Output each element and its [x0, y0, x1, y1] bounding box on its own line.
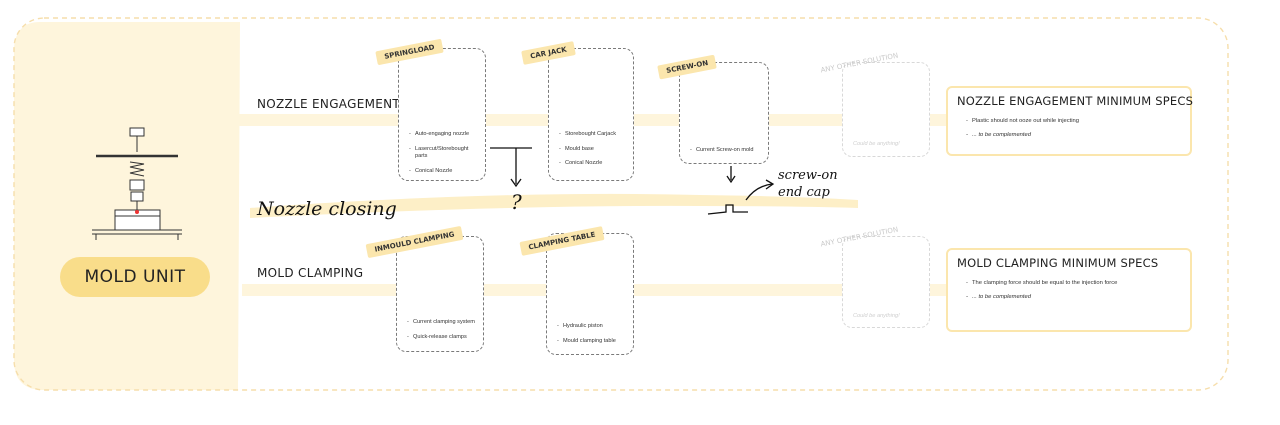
lane-label-mold-clamping: MOLD CLAMPING — [257, 266, 364, 280]
panel-outline — [13, 17, 1229, 391]
clamping-table-items: Hydraulic piston Mould clamping table — [557, 323, 631, 352]
card-other-bottom: Could be anything! — [842, 236, 930, 328]
nozzle-tip-dot — [135, 210, 139, 214]
spec-mold-lines: The clamping force should be equal to th… — [966, 280, 1117, 307]
card-car-jack: Storebought Carjack Mould base Conical N… — [548, 48, 634, 181]
question-mark-annotation: ? — [511, 190, 522, 214]
card-inmould-clamping: Current clamping system Quick-release cl… — [396, 236, 484, 352]
mold-unit-label: MOLD UNIT — [84, 267, 186, 287]
spec-mold-clamping: MOLD CLAMPING MINIMUM SPECS The clamping… — [946, 248, 1192, 332]
mold-unit-pill — [60, 257, 210, 297]
other-top-note: Could be anything! — [853, 141, 900, 147]
springload-items: Auto-engaging nozzle Lasercut/Storebough… — [409, 131, 481, 182]
list-item: Mould clamping table — [557, 338, 631, 346]
spec-nozzle-lines: Plastic should not ooze out while inject… — [966, 118, 1079, 145]
connector-arrows — [490, 147, 775, 215]
screw-on-items: Current Screw-on mold — [690, 147, 770, 162]
lane-label-nozzle-closing: Nozzle closing — [257, 198, 397, 220]
list-item: Lasercut/Storebought parts — [409, 146, 481, 161]
panel-fill — [14, 22, 240, 390]
lane-label-nozzle-engagement: NOZZLE ENGAGEMENT — [257, 97, 401, 111]
screw-on-cap-note-line1: screw-on — [778, 168, 838, 183]
other-bottom-note: Could be anything! — [853, 313, 900, 319]
list-item: Mould base — [559, 146, 629, 154]
inmould-clamping-items: Current clamping system Quick-release cl… — [407, 319, 481, 348]
list-item: Conical Nozzle — [409, 168, 481, 176]
screw-on-cap-note-line2: end cap — [778, 185, 830, 200]
spec-nozzle-engagement: NOZZLE ENGAGEMENT MINIMUM SPECS Plastic … — [946, 86, 1194, 156]
card-clamping-table: Hydraulic piston Mould clamping table — [546, 233, 634, 355]
spec-nozzle-title: NOZZLE ENGAGEMENT MINIMUM SPECS — [957, 94, 1194, 108]
spec-line: The clamping force should be equal to th… — [966, 280, 1117, 288]
list-item: Auto-engaging nozzle — [409, 131, 481, 139]
list-item: Quick-release clamps — [407, 334, 481, 342]
list-item: Hydraulic piston — [557, 323, 631, 331]
card-screw-on: Current Screw-on mold — [679, 62, 769, 164]
list-item: Current Screw-on mold — [690, 147, 770, 155]
car-jack-items: Storebought Carjack Mould base Conical N… — [559, 131, 629, 175]
mold-unit-machine-drawing — [92, 127, 182, 240]
nozzle-closing-band — [250, 193, 858, 218]
spec-mold-title: MOLD CLAMPING MINIMUM SPECS — [957, 256, 1159, 270]
spec-line: ... to be complemented — [966, 132, 1079, 140]
spec-line: Plastic should not ooze out while inject… — [966, 118, 1079, 126]
list-item: Conical Nozzle — [559, 160, 629, 168]
card-other-top: Could be anything! — [842, 62, 930, 157]
spec-line: ... to be complemented — [966, 294, 1117, 302]
list-item: Current clamping system — [407, 319, 481, 327]
list-item: Storebought Carjack — [559, 131, 629, 139]
card-springload: Auto-engaging nozzle Lasercut/Storebough… — [398, 48, 486, 181]
